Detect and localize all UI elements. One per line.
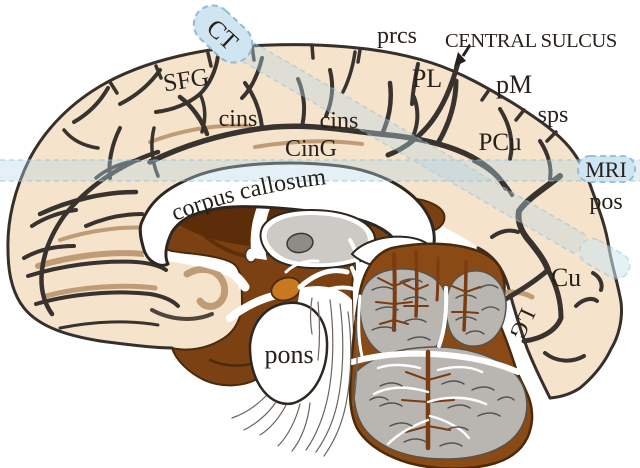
svg-text:cins: cins	[219, 106, 258, 132]
svg-text:pos: pos	[589, 189, 622, 215]
svg-text:MRI: MRI	[585, 157, 627, 182]
svg-text:cins: cins	[320, 108, 359, 134]
svg-text:PL: PL	[412, 64, 442, 93]
svg-text:prcs: prcs	[377, 23, 417, 49]
svg-text:pons: pons	[264, 340, 313, 369]
svg-text:PCu: PCu	[478, 129, 522, 156]
svg-text:CENTRAL SULCUS: CENTRAL SULCUS	[445, 30, 617, 52]
svg-text:sps: sps	[538, 102, 569, 128]
svg-text:Cu: Cu	[551, 263, 581, 292]
svg-text:CinG: CinG	[285, 136, 337, 162]
svg-text:pM: pM	[496, 70, 532, 99]
